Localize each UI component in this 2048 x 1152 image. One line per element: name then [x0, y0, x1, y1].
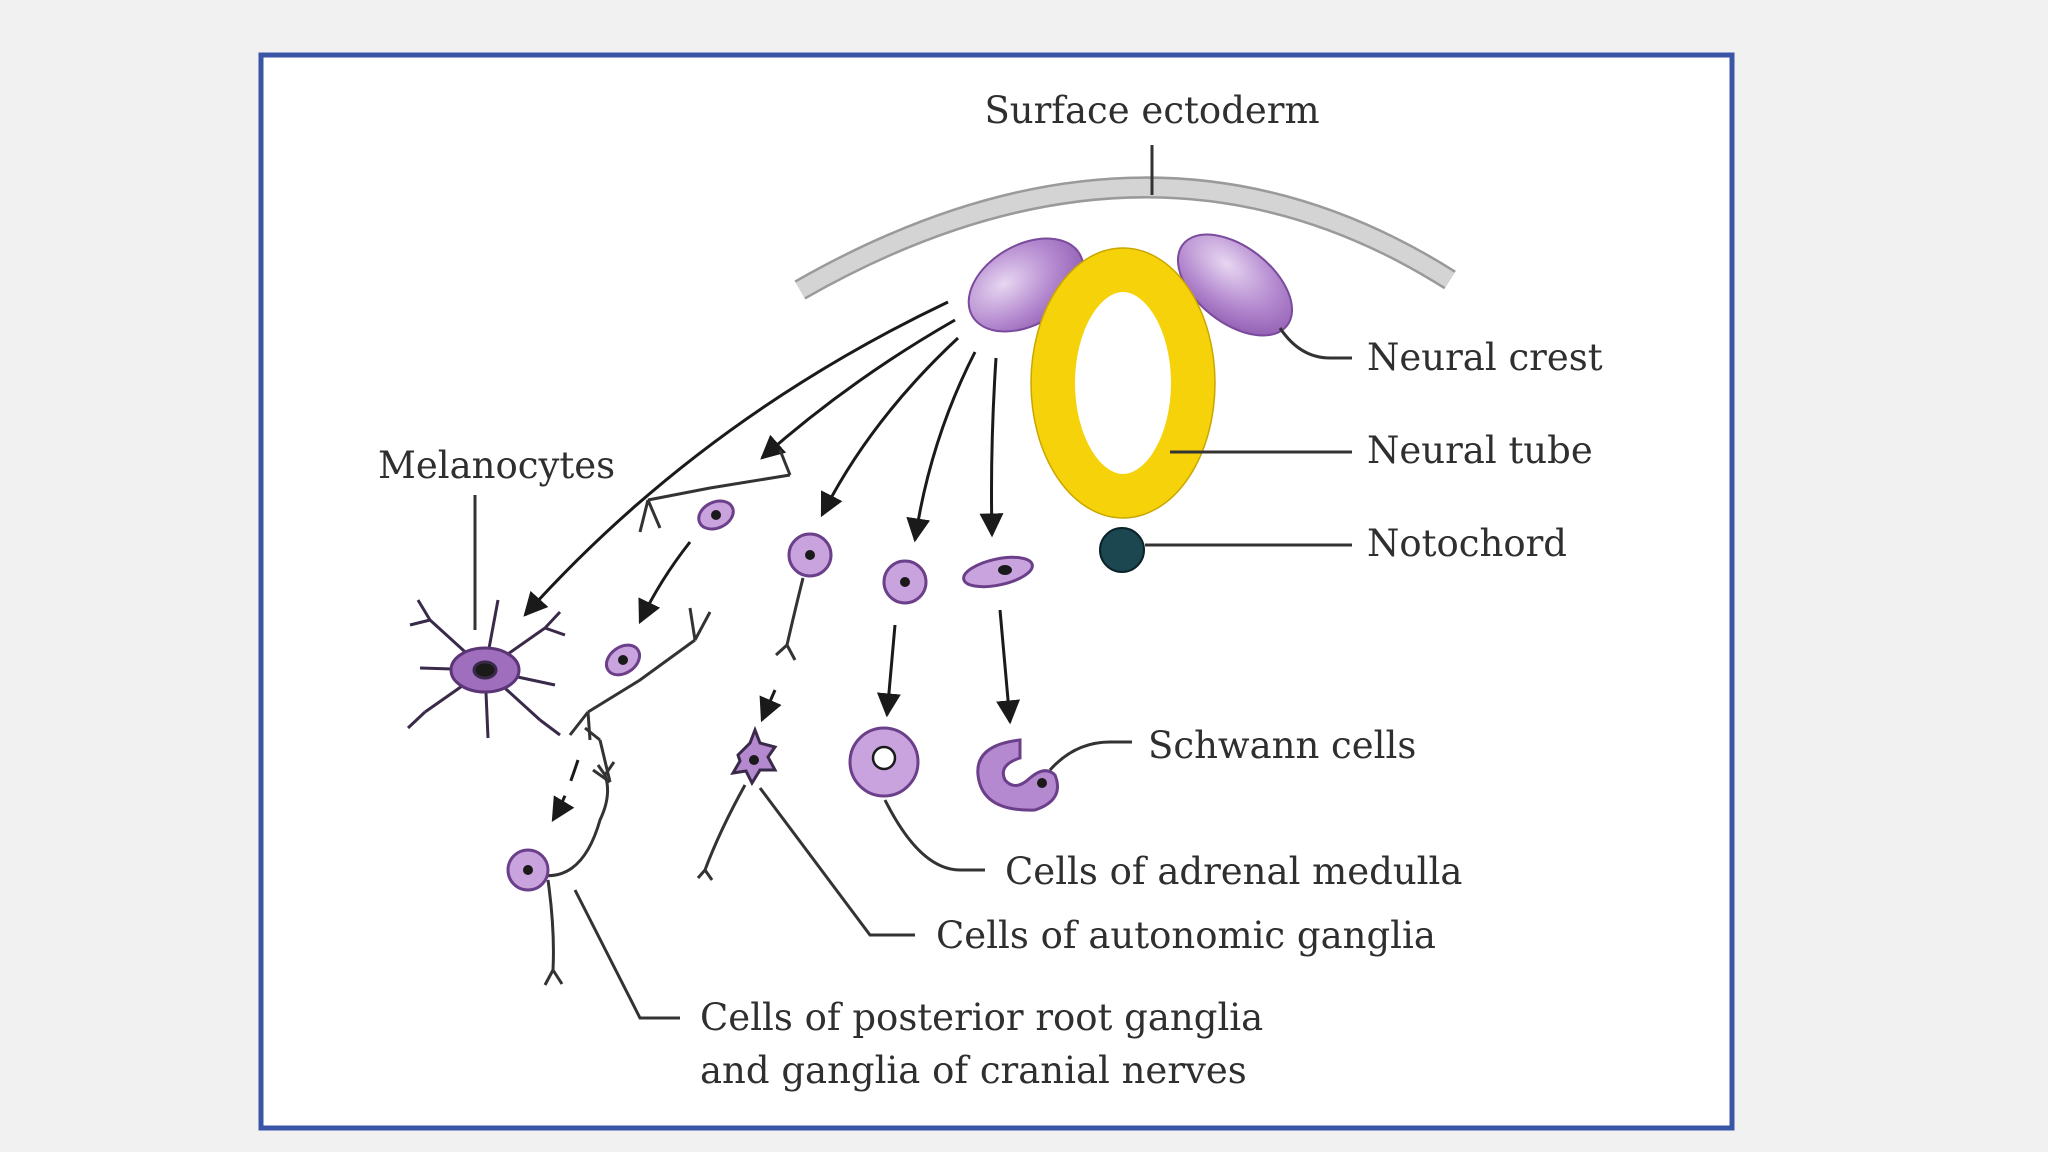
arrow-to-autonomic	[820, 336, 960, 518]
label-posterior-root-line1: Cells of posterior root ganglia	[700, 996, 1263, 1039]
figure-frame	[258, 52, 1735, 1131]
arrow-to-schwann	[979, 357, 1004, 538]
label-surface-ectoderm: Surface ectoderm	[984, 89, 1319, 132]
surface-ectoderm	[794, 176, 1456, 300]
label-melanocytes: Melanocytes	[378, 444, 615, 487]
label-schwann-cells: Schwann cells	[1148, 724, 1416, 767]
schwann-cells-pointer	[1048, 740, 1132, 771]
neural-tube-outline	[1030, 247, 1216, 519]
label-neural-tube: Neural tube	[1367, 429, 1593, 472]
arrow-to-adrenal	[906, 351, 977, 543]
migration-arrows	[523, 300, 1004, 617]
label-neural-crest: Neural crest	[1367, 336, 1603, 379]
adrenal-medulla-pointer	[883, 799, 985, 872]
label-autonomic-ganglia: Cells of autonomic ganglia	[936, 914, 1436, 957]
notochord	[1099, 527, 1145, 573]
autonomic-ganglia-pointer	[758, 787, 915, 937]
schwann-lineage	[962, 555, 1059, 812]
neural-tube	[1031, 248, 1215, 518]
neural-crest-right	[1176, 233, 1294, 337]
autonomic-lineage	[696, 532, 833, 881]
arrow-to-melanocytes	[523, 300, 949, 617]
label-notochord: Notochord	[1367, 522, 1567, 565]
adrenal-lineage	[848, 559, 928, 798]
posterior-root-lineage	[506, 449, 792, 986]
melanocyte-cell	[406, 599, 566, 739]
arrow-to-posterior-root	[760, 318, 956, 460]
posterior-root-pointer	[573, 889, 680, 1020]
label-posterior-root-line2: and ganglia of cranial nerves	[700, 1049, 1247, 1092]
neural-crest-pointer	[1278, 327, 1352, 360]
label-adrenal-medulla: Cells of adrenal medulla	[1005, 850, 1462, 893]
